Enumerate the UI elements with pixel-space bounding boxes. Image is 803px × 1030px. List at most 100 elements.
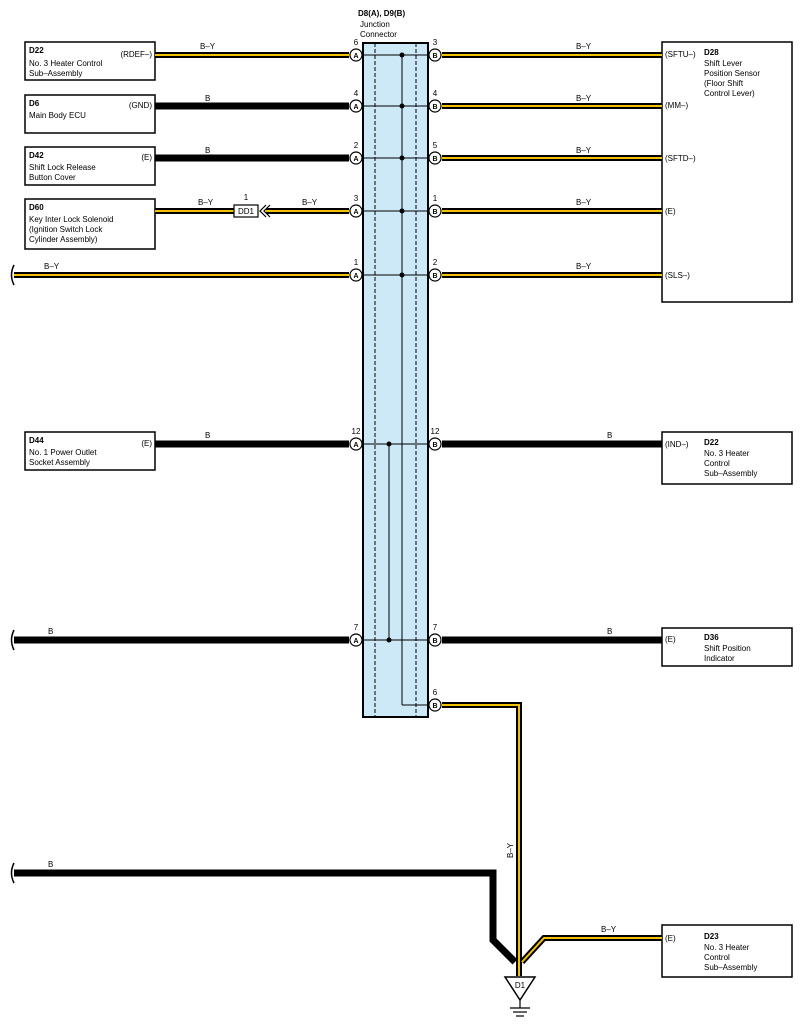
- pin-a-4: A4: [349, 89, 363, 113]
- svg-text:B–Y: B–Y: [576, 94, 592, 103]
- svg-text:Shift Lever: Shift Lever: [704, 59, 743, 68]
- svg-text:B: B: [48, 860, 53, 869]
- svg-text:Sub–Assembly: Sub–Assembly: [704, 469, 757, 478]
- svg-text:D36: D36: [704, 633, 719, 642]
- svg-text:4: 4: [354, 89, 359, 98]
- junction-subtitle-2: Connector: [360, 30, 397, 39]
- svg-text:B: B: [205, 146, 210, 155]
- svg-text:B: B: [432, 273, 437, 280]
- svg-text:1: 1: [433, 194, 438, 203]
- left-wires: [10, 52, 349, 651]
- svg-text:(Ignition Switch Lock: (Ignition Switch Lock: [29, 225, 103, 234]
- svg-text:7: 7: [354, 623, 359, 632]
- svg-text:12: 12: [431, 427, 440, 436]
- component-d22-ind: D22 No. 3 Heater Control Sub–Assembly (I…: [661, 431, 793, 485]
- svg-text:B–Y: B–Y: [576, 146, 592, 155]
- pin-b-12: B 12: [428, 427, 442, 451]
- svg-text:Position Sensor: Position Sensor: [704, 69, 760, 78]
- svg-text:1: 1: [244, 193, 249, 202]
- svg-text:(E): (E): [665, 207, 676, 216]
- svg-text:B: B: [607, 627, 612, 636]
- svg-text:B–Y: B–Y: [200, 42, 216, 51]
- svg-text:No. 3 Heater: No. 3 Heater: [704, 943, 750, 952]
- svg-text:A: A: [353, 442, 358, 449]
- svg-text:B–Y: B–Y: [302, 198, 318, 207]
- svg-text:B: B: [205, 431, 210, 440]
- pin-b-3: B3: [428, 38, 442, 62]
- svg-text:(E): (E): [665, 934, 676, 943]
- svg-text:(SLS–): (SLS–): [665, 271, 690, 280]
- svg-text:B: B: [432, 442, 437, 449]
- svg-text:(SFTD–): (SFTD–): [665, 154, 696, 163]
- svg-text:Control: Control: [704, 459, 730, 468]
- ground-label: D1: [515, 981, 526, 990]
- svg-text:B: B: [432, 104, 437, 111]
- svg-text:(SFTU–): (SFTU–): [665, 50, 696, 59]
- svg-text:(E): (E): [665, 635, 676, 644]
- svg-text:D42: D42: [29, 151, 44, 160]
- svg-text:B–Y: B–Y: [576, 262, 592, 271]
- svg-text:B: B: [432, 53, 437, 60]
- svg-text:B: B: [48, 627, 53, 636]
- svg-text:D60: D60: [29, 203, 44, 212]
- pin-b-6: B6: [428, 688, 442, 712]
- component-d22-rdef: D22 No. 3 Heater Control Sub–Assembly (R…: [24, 41, 156, 81]
- svg-text:5: 5: [433, 141, 438, 150]
- svg-text:D22: D22: [704, 438, 719, 447]
- svg-text:B–Y: B–Y: [506, 842, 515, 858]
- svg-text:B–Y: B–Y: [198, 198, 214, 207]
- svg-text:1: 1: [354, 258, 359, 267]
- svg-text:7: 7: [433, 623, 438, 632]
- svg-text:B: B: [607, 431, 612, 440]
- component-d60: D60 Key Inter Lock Solenoid (Ignition Sw…: [24, 198, 156, 250]
- svg-text:3: 3: [433, 38, 438, 47]
- svg-text:B: B: [205, 94, 210, 103]
- svg-text:Sub–Assembly: Sub–Assembly: [29, 69, 82, 78]
- svg-text:Control Lever): Control Lever): [704, 89, 755, 98]
- svg-text:A: A: [353, 638, 358, 645]
- svg-text:(IND–): (IND–): [665, 440, 689, 449]
- svg-text:2: 2: [433, 258, 438, 267]
- bottom-wiring: D1: [10, 702, 662, 1017]
- svg-text:B–Y: B–Y: [576, 198, 592, 207]
- svg-text:A: A: [353, 53, 358, 60]
- svg-text:(GND): (GND): [129, 101, 152, 110]
- svg-text:A: A: [353, 209, 358, 216]
- svg-text:Shift Position: Shift Position: [704, 644, 751, 653]
- svg-text:A: A: [353, 156, 358, 163]
- svg-text:3: 3: [354, 194, 359, 203]
- svg-text:Control: Control: [704, 953, 730, 962]
- component-d44: D44 No. 1 Power Outlet Socket Assembly (…: [24, 431, 156, 471]
- pin-a-2: A2: [349, 141, 363, 165]
- junction-subtitle-1: Junction: [360, 20, 390, 29]
- pin-a-7: A7: [349, 623, 363, 647]
- dd1-connector: DD1 1: [233, 193, 271, 218]
- svg-text:DD1: DD1: [238, 207, 255, 216]
- svg-text:(E): (E): [141, 153, 152, 162]
- svg-text:Sub–Assembly: Sub–Assembly: [704, 963, 757, 972]
- svg-text:B: B: [432, 209, 437, 216]
- pin-b-1: B1: [428, 194, 442, 218]
- svg-text:2: 2: [354, 141, 359, 150]
- component-d28: D28 Shift Lever Position Sensor (Floor S…: [661, 41, 793, 303]
- pin-b-7: B7: [428, 623, 442, 647]
- pin-a-6: A6: [349, 38, 363, 62]
- svg-text:6: 6: [433, 688, 438, 697]
- svg-text:(Floor Shift: (Floor Shift: [704, 79, 744, 88]
- svg-text:B–Y: B–Y: [576, 42, 592, 51]
- pin-markers: A6 A4 A2 A3 A1 A12 A7 B3 B4 B5 B1 B2 B12…: [349, 38, 442, 712]
- svg-text:(E): (E): [141, 439, 152, 448]
- svg-text:No. 3 Heater: No. 3 Heater: [704, 449, 750, 458]
- pin-a-1: A1: [349, 258, 363, 282]
- svg-text:Main Body ECU: Main Body ECU: [29, 111, 86, 120]
- component-d6: D6 Main Body ECU (GND): [24, 94, 156, 134]
- component-d36: D36 Shift Position Indicator (E): [661, 627, 793, 667]
- pin-b-5: B5: [428, 141, 442, 165]
- pin-a-12: A 12: [349, 427, 363, 451]
- svg-text:Shift Lock Release: Shift Lock Release: [29, 163, 96, 172]
- svg-text:D44: D44: [29, 436, 44, 445]
- svg-text:12: 12: [352, 427, 361, 436]
- svg-text:No. 3 Heater Control: No. 3 Heater Control: [29, 59, 103, 68]
- svg-text:B–Y: B–Y: [44, 262, 60, 271]
